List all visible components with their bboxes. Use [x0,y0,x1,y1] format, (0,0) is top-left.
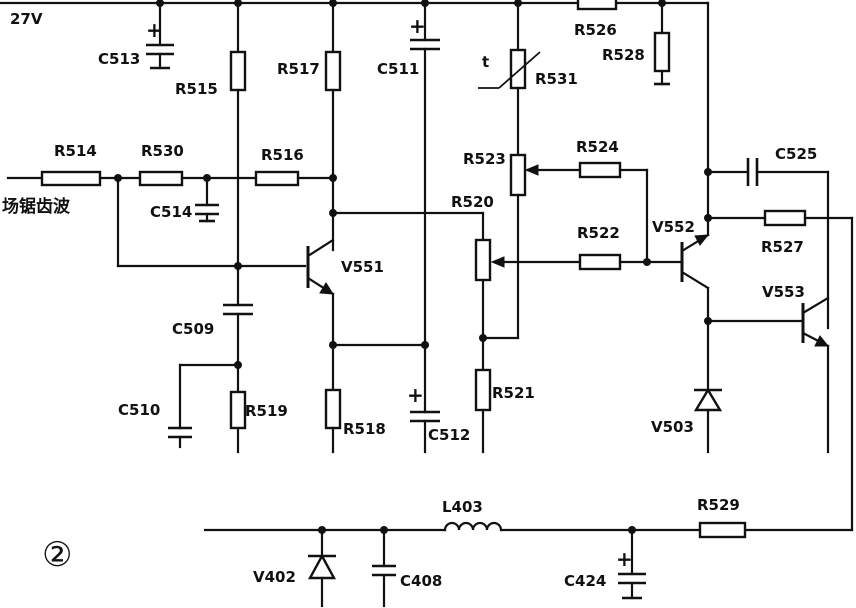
junction-dots [114,0,712,534]
inductor-l403 [443,521,503,532]
label-c510: C510 [118,401,160,419]
resistor-r518 [324,388,342,454]
label-c525: C525 [775,145,817,163]
label-c509: C509 [172,320,214,338]
figure-number: ② [42,535,72,575]
capacitor-c510 [168,363,240,449]
potentiometer-r520 [331,211,492,372]
label-r527: R527 [761,238,804,256]
capacitor-c525 [706,158,830,330]
label-r517: R517 [277,60,320,78]
label-r518: R518 [343,420,386,438]
resistor-r522 [490,253,684,271]
label-c511: C511 [377,60,419,78]
label-v551: V551 [341,258,384,276]
label-c408: C408 [400,572,442,590]
label-r516: R516 [261,146,304,164]
capacitor-c509 [223,303,253,394]
transistor-v551 [306,238,335,392]
resistor-r521 [474,368,492,454]
resistor-r526 [576,0,618,11]
label-v402: V402 [253,568,296,586]
capacitor-c511 [410,1,440,414]
resistor-r515 [229,1,247,307]
label-r523: R523 [463,150,506,168]
zener-v503 [693,387,723,454]
label-r529: R529 [697,496,740,514]
label-c514: C514 [150,203,192,221]
polarity-c424: + [616,547,633,571]
label-input: 场锯齿波 [2,196,71,217]
label-c424: C424 [564,572,606,590]
resistor-r529 [698,521,747,539]
capacitor-c512 [410,410,440,454]
resistor-r524 [524,161,649,264]
polarity-c513: + [146,18,163,42]
label-r519: R519 [245,402,288,420]
label-v503: V503 [651,418,694,436]
polarity-c511: + [409,14,426,38]
label-r515: R515 [175,80,218,98]
capacitor-c408 [372,528,396,608]
label-v553: V553 [762,283,805,301]
transistor-v553 [706,296,830,454]
label-supply: 27V [10,10,43,28]
thermistor-r531 [478,1,541,90]
resistor-r519 [229,390,247,454]
label-r526: R526 [574,21,617,39]
label-r524: R524 [576,138,619,156]
resistor-r528 [653,1,671,86]
resistor-r530 [138,170,184,187]
resistor-r523 [481,86,527,340]
capacitor-c514 [195,176,219,223]
resistor-r516 [254,170,300,187]
transistor-v552 [680,233,710,392]
label-r530: R530 [141,142,184,160]
diode-v402 [307,528,337,608]
input-chain [6,170,335,268]
label-c513: C513 [98,50,140,68]
label-r514: R514 [54,142,97,160]
label-r531: R531 [535,70,578,88]
label-r522: R522 [577,224,620,242]
label-v552: V552 [652,218,695,236]
capacitor-c424 [618,528,646,600]
bottom-rail [203,521,747,539]
label-l403: L403 [442,498,483,516]
polarity-c512: + [407,383,424,407]
label-t: t [482,53,489,71]
resistor-r517 [324,1,342,252]
label-r528: R528 [602,46,645,64]
resistor-r527 [706,209,854,532]
capacitor-c513 [146,1,174,70]
label-r520: R520 [451,193,494,211]
label-r521: R521 [492,384,535,402]
label-c512: C512 [428,426,470,444]
resistor-r514 [40,170,102,187]
